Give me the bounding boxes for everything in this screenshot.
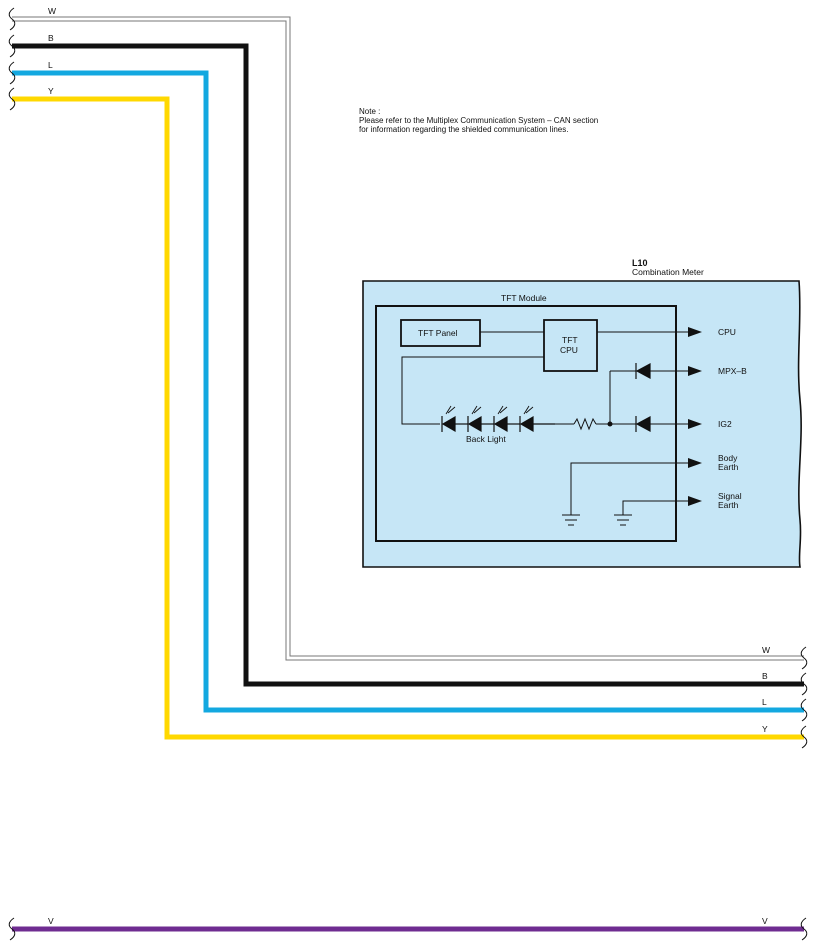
wire-label-y-left: Y [48, 86, 54, 96]
led-icon [493, 415, 508, 433]
led-icon [441, 415, 456, 433]
wire-b [12, 43, 804, 687]
tft-cpu-box [543, 319, 598, 372]
diode-icon [635, 415, 651, 433]
wire-label-w-right: W [762, 645, 770, 655]
arrow-right-icon [688, 327, 702, 337]
left-break-marks [8, 7, 16, 941]
back-light-leds [441, 415, 555, 433]
combination-meter-body [362, 280, 802, 568]
pin-cpu: CPU [718, 327, 736, 337]
arrow-right-icon [688, 496, 702, 506]
tft-cpu-label-2: CPU [560, 345, 578, 355]
note: Note : Please refer to the Multiplex Com… [359, 107, 598, 134]
pin-ig2: IG2 [718, 419, 732, 429]
wire-label-v-left: V [48, 916, 54, 926]
tft-panel-box [400, 319, 481, 347]
wire-label-v-right: V [762, 916, 768, 926]
wire-w [12, 16, 804, 661]
note-heading: Note : [359, 107, 380, 116]
arrow-right-icon [688, 419, 702, 429]
led-light-arrows [445, 405, 534, 415]
back-light-label: Back Light [466, 434, 506, 444]
junction-dot [607, 421, 613, 427]
diodes [635, 362, 651, 433]
wire-label-b-right: B [762, 671, 768, 681]
led-icon [519, 415, 534, 433]
tft-cpu-label-1: TFT [562, 335, 578, 345]
right-break-marks [800, 646, 808, 941]
wire-label-l-left: L [48, 60, 53, 70]
ground-symbols [562, 514, 632, 526]
component-name: Combination Meter [632, 267, 704, 277]
wire-label-l-right: L [762, 697, 767, 707]
output-arrows [688, 327, 702, 506]
wire-label-w-left: W [48, 6, 56, 16]
tft-panel-label: TFT Panel [418, 328, 458, 338]
tft-module-label: TFT Module [501, 293, 547, 303]
wire-l [12, 70, 804, 713]
pin-signal-earth-2: Earth [718, 500, 739, 510]
arrow-right-icon [688, 366, 702, 376]
arrow-right-icon [688, 458, 702, 468]
pin-signal-earth-1: Signal [718, 491, 742, 501]
led-icon [467, 415, 482, 433]
component-id: L10 [632, 258, 648, 268]
note-line-1: Please refer to the Multiplex Communicat… [359, 116, 598, 125]
note-line-2: for information regarding the shielded c… [359, 125, 568, 134]
pin-body-earth-1: Body [718, 453, 738, 463]
pin-body-earth-2: Earth [718, 462, 739, 472]
wire-y [12, 96, 804, 740]
wire-label-y-right: Y [762, 724, 768, 734]
diode-icon [635, 362, 651, 380]
pin-mpxb: MPX–B [718, 366, 747, 376]
wire-label-b-left: B [48, 33, 54, 43]
